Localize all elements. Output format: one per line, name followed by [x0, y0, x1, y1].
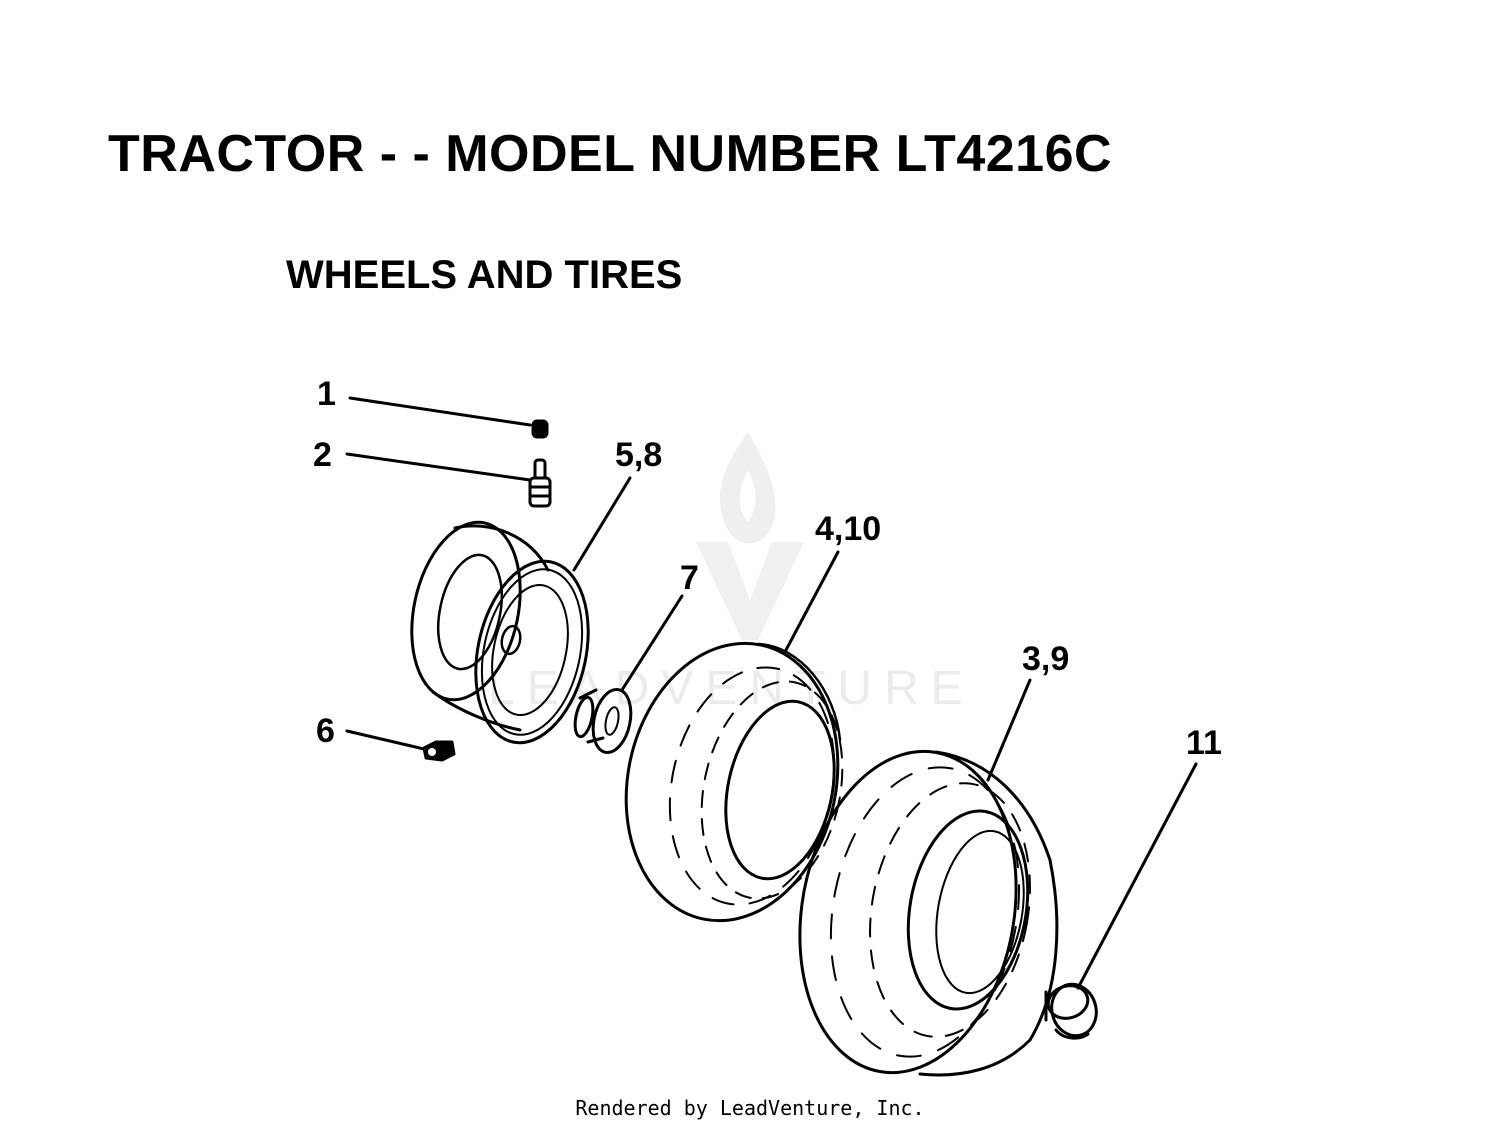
lug-bolt-part	[422, 740, 456, 762]
hub-cap-part	[1044, 982, 1098, 1040]
page-title: TRACTOR - - MODEL NUMBER LT4216C	[108, 125, 1113, 183]
valve-cap-part	[531, 419, 549, 439]
flame-icon	[719, 432, 776, 544]
valve-stem-part	[528, 458, 552, 508]
bushing-part	[573, 687, 633, 755]
callout-5-8: 5,8	[615, 436, 662, 474]
footer-credit: Rendered by LeadVenture, Inc.	[575, 1096, 925, 1120]
callout-6: 6	[316, 712, 335, 750]
section-title: WHEELS AND TIRES	[286, 253, 683, 297]
rear-tire-part	[798, 749, 1059, 1077]
leader-lines	[345, 396, 1198, 990]
callout-11: 11	[1186, 724, 1222, 762]
callout-2: 2	[313, 436, 332, 474]
callout-1: 1	[317, 375, 336, 413]
wheel-rim-part	[410, 520, 590, 745]
callout-4-10: 4,10	[815, 510, 881, 548]
callout-7: 7	[680, 559, 699, 597]
callout-labels: 1 2 5,8 7 4,10 3,9 6 11	[313, 375, 1222, 762]
callout-3-9: 3,9	[1022, 640, 1069, 678]
v-mark-icon	[696, 542, 804, 640]
front-tire-part	[624, 641, 844, 923]
